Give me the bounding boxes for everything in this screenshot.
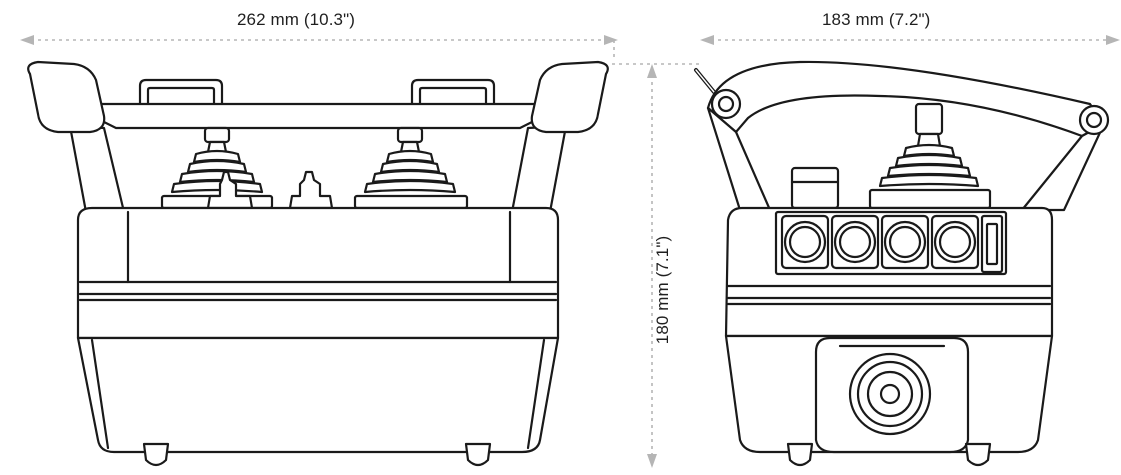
side-antenna-inner — [695, 69, 715, 93]
front-width-label: 262 mm (10.3") — [237, 10, 355, 29]
arrow-bottom-height — [647, 454, 657, 468]
side-joystick — [868, 102, 992, 210]
front-side-arm-right — [510, 124, 568, 214]
side-view — [694, 60, 1110, 467]
side-pivot-left-inner — [717, 95, 735, 113]
front-carry-handle-left — [138, 78, 224, 106]
side-handle-arc — [706, 60, 1106, 138]
front-lower-edge-right — [526, 338, 546, 450]
side-push-button-4 — [930, 214, 980, 270]
dimension-arrows — [20, 35, 1120, 468]
arrow-left-front — [20, 35, 34, 45]
arrow-right-side — [1106, 35, 1120, 45]
front-foot-right — [464, 442, 492, 467]
front-carry-handle-right-inner — [418, 86, 488, 106]
front-carry-handle-left-inner — [146, 86, 216, 106]
side-handle-leg-right — [1020, 122, 1106, 212]
front-top-bar — [94, 102, 542, 130]
side-foot-right — [964, 442, 992, 467]
side-foot-left — [786, 442, 814, 467]
side-push-button-1 — [780, 214, 830, 270]
front-body-lower — [76, 336, 560, 454]
front-grip-right — [530, 60, 609, 134]
side-key-switch — [790, 166, 840, 210]
height-label: 180 mm (7.1") — [653, 235, 672, 345]
dimension-lines — [24, 39, 1116, 462]
side-push-button-3 — [880, 214, 930, 270]
front-grip-left — [27, 60, 106, 134]
side-width-label: 183 mm (7.2") — [822, 10, 931, 29]
front-toggle-switch-center — [288, 170, 334, 210]
front-lower-edge-left — [90, 338, 110, 450]
side-slot-indicator — [980, 214, 1004, 274]
front-joystick-right — [353, 126, 469, 210]
side-pivot-right-inner — [1085, 111, 1103, 129]
side-emergency-stop — [848, 352, 932, 436]
side-push-button-2 — [830, 214, 880, 270]
arrow-left-side — [700, 35, 714, 45]
front-view — [27, 60, 609, 467]
front-foot-left — [142, 442, 170, 467]
front-body-upper — [76, 206, 560, 340]
front-side-arm-left — [68, 124, 126, 214]
arrow-right-front — [604, 35, 618, 45]
arrow-top-height — [647, 64, 657, 78]
front-carry-handle-right — [410, 78, 496, 106]
